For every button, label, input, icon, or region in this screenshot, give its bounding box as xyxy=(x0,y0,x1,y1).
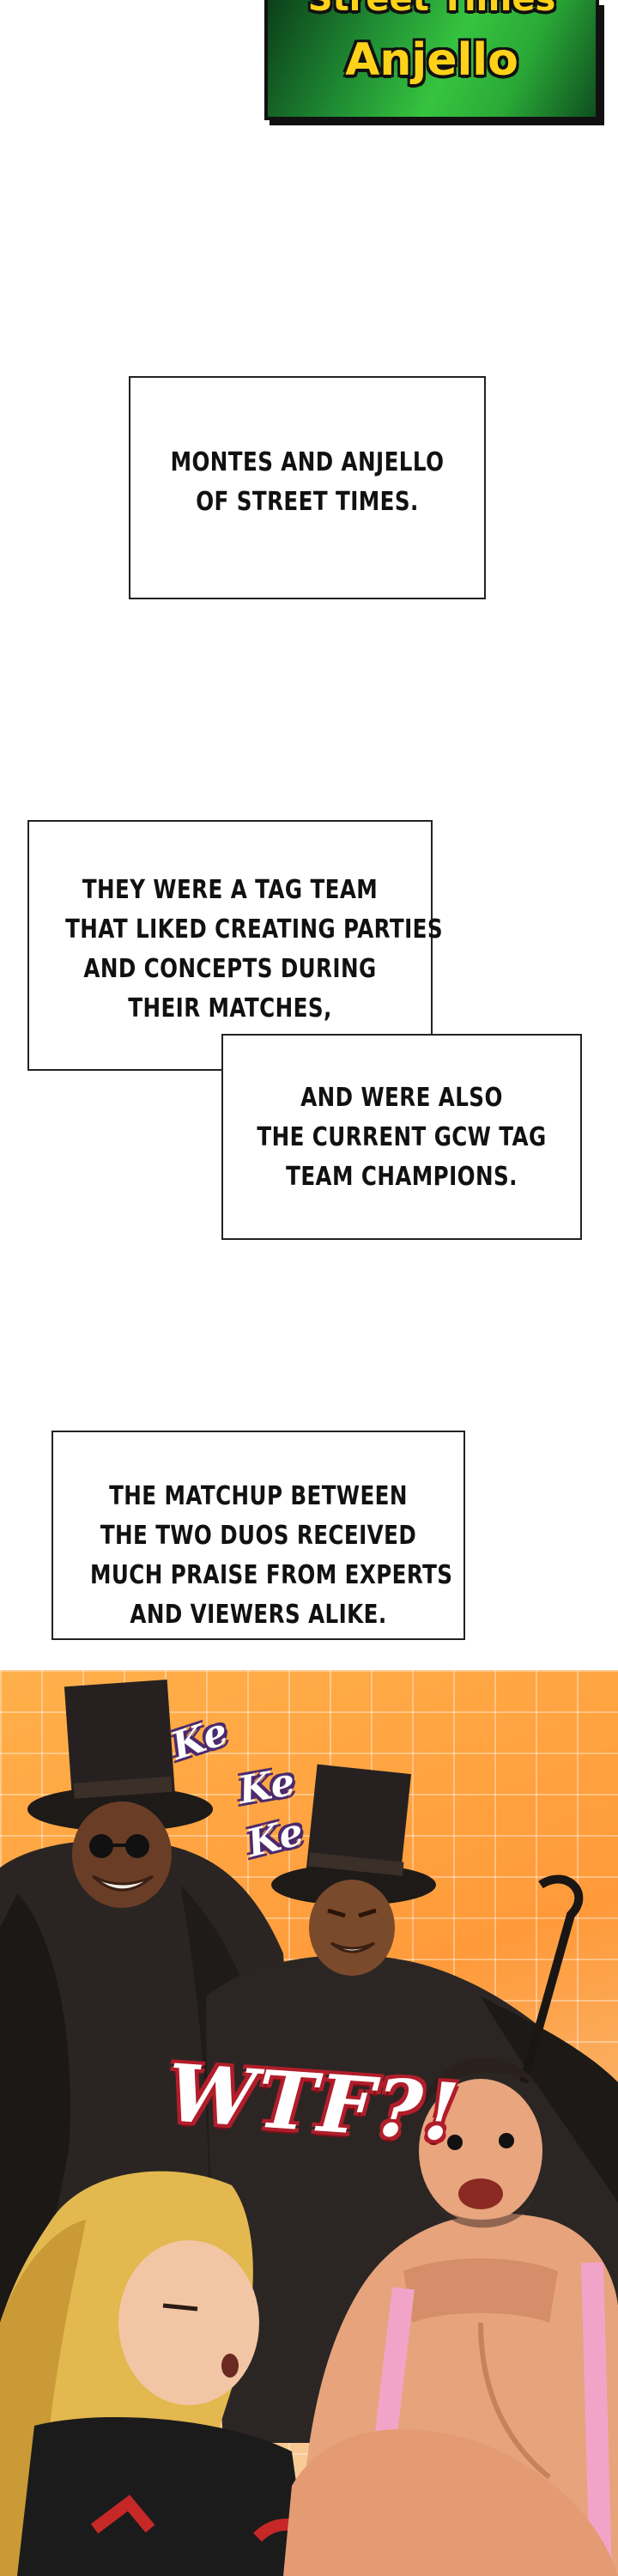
narration-box-1: MONTES AND ANJELLO OF STREET TIMES. xyxy=(129,376,486,599)
narration-line: THE CURRENT GCW TAG xyxy=(257,1122,547,1152)
narration-text-2: THEY WERE A TAG TEAM THAT LIKED CREATING… xyxy=(65,871,444,1029)
comic-illustration xyxy=(0,1679,618,2576)
comic-art-panel: Ke Ke Ke WTF?! xyxy=(0,1670,618,2576)
narration-line: OF STREET TIMES. xyxy=(196,487,419,517)
narration-box-3: AND WERE ALSO THE CURRENT GCW TAG TEAM C… xyxy=(221,1034,582,1240)
badge-line-street-times: Street Times xyxy=(268,0,596,19)
badge-line-anjello: Anjello xyxy=(345,34,518,86)
narration-line: THEY WERE A TAG TEAM xyxy=(82,875,379,905)
narration-line: THEIR MATCHES, xyxy=(128,993,332,1024)
narration-box-4: THE MATCHUP BETWEEN THE TWO DUOS RECEIVE… xyxy=(52,1431,465,1640)
narration-text-1: MONTES AND ANJELLO OF STREET TIMES. xyxy=(162,443,452,522)
narration-line: MUCH PRAISE FROM EXPERTS xyxy=(90,1560,453,1590)
narration-line: AND CONCEPTS DURING xyxy=(83,954,377,984)
narration-line: AND VIEWERS ALIKE. xyxy=(130,1600,387,1630)
narration-text-4: THE MATCHUP BETWEEN THE TWO DUOS RECEIVE… xyxy=(90,1477,453,1635)
narration-line: THAT LIKED CREATING PARTIES xyxy=(65,914,444,945)
title-badge: Street Times Anjello xyxy=(264,0,599,120)
blonde-character xyxy=(0,2171,618,2576)
narration-line: AND WERE ALSO xyxy=(300,1083,503,1113)
narration-line: MONTES AND ANJELLO xyxy=(170,447,445,477)
narration-line: THE MATCHUP BETWEEN xyxy=(109,1481,408,1511)
narration-line: THE TWO DUOS RECEIVED xyxy=(100,1521,417,1551)
narration-box-2: THEY WERE A TAG TEAM THAT LIKED CREATING… xyxy=(27,820,444,1071)
caped-figure-right xyxy=(206,1764,618,2443)
narration-line: TEAM CHAMPIONS. xyxy=(286,1162,518,1192)
narration-text-3: AND WERE ALSO THE CURRENT GCW TAG TEAM C… xyxy=(255,1078,548,1197)
